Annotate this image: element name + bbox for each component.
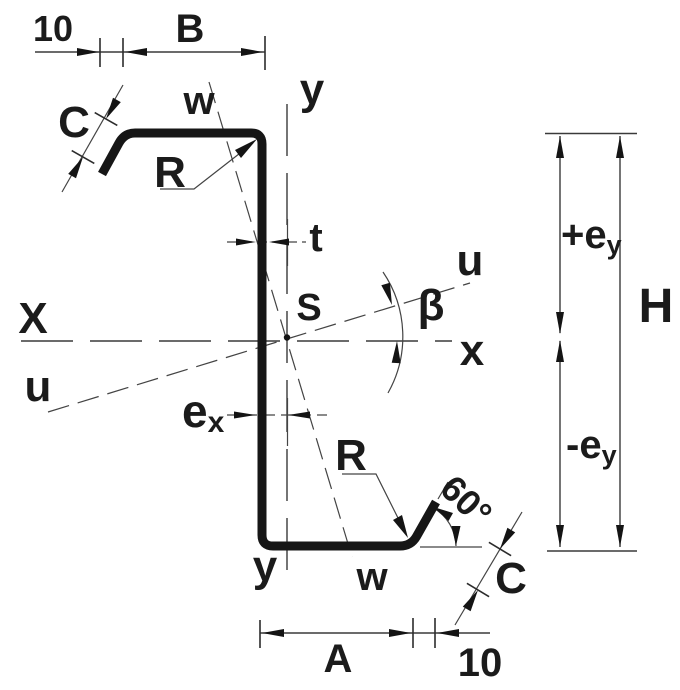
arrowhead bbox=[437, 629, 459, 637]
c-bottom-dimension bbox=[437, 481, 523, 626]
label-centroid-s: S bbox=[296, 287, 321, 329]
ex-dimension bbox=[227, 398, 327, 446]
ey-pos-main: +e bbox=[561, 213, 607, 257]
label-angle-60: 60° bbox=[433, 467, 501, 534]
arrowhead bbox=[236, 238, 256, 246]
ex-sub: x bbox=[208, 406, 225, 439]
label-ey-pos: +ey bbox=[561, 213, 622, 260]
label-dim-a: A bbox=[324, 637, 353, 681]
arrowhead bbox=[433, 507, 453, 521]
arrowhead bbox=[393, 515, 408, 538]
label-axis-w-bottom: w bbox=[355, 555, 388, 599]
centroid-point bbox=[283, 334, 291, 341]
ey-neg-sub: y bbox=[602, 440, 617, 470]
c-top-dimension bbox=[61, 84, 124, 193]
arrowhead bbox=[262, 629, 284, 637]
label-radius-top: R bbox=[154, 148, 186, 197]
label-dim-b: B bbox=[176, 7, 205, 51]
w-axis-line bbox=[208, 81, 353, 558]
ex-main: e bbox=[182, 385, 208, 437]
label-dim-10-bottom: 10 bbox=[458, 641, 503, 685]
ey-pos-sub: y bbox=[607, 230, 622, 260]
arrowhead bbox=[234, 411, 256, 419]
arrowhead bbox=[500, 527, 516, 549]
label-dim-t: t bbox=[309, 216, 322, 260]
arrowhead bbox=[106, 97, 121, 119]
label-axis-x-left: X bbox=[18, 294, 47, 343]
arrowhead bbox=[381, 282, 392, 305]
ey-neg-main: -e bbox=[566, 423, 602, 467]
arrowhead bbox=[125, 48, 147, 56]
r-top-leader-line bbox=[160, 142, 254, 190]
arrowhead bbox=[77, 48, 99, 56]
label-axis-y-top: y bbox=[300, 65, 325, 114]
label-dim-c-bottom: C bbox=[495, 554, 527, 603]
label-dim-c-top: C bbox=[58, 98, 90, 147]
arrowhead bbox=[556, 136, 564, 158]
beta-arc bbox=[382, 271, 404, 394]
label-dim-h: H bbox=[639, 280, 674, 333]
arrowhead bbox=[451, 526, 461, 546]
radius-bottom-leader bbox=[342, 473, 408, 538]
arrowhead bbox=[288, 411, 310, 419]
lip-angle bbox=[420, 507, 482, 548]
label-angle-beta: β bbox=[418, 281, 445, 330]
label-axis-u-left: u bbox=[25, 362, 52, 411]
arrowhead bbox=[269, 238, 289, 246]
arrowhead bbox=[241, 48, 263, 56]
lip-extension-line bbox=[437, 481, 449, 500]
arrowhead bbox=[616, 136, 624, 158]
arrowhead bbox=[391, 341, 401, 364]
label-axis-w-top: w bbox=[182, 79, 215, 123]
arrowhead bbox=[556, 340, 564, 362]
arrowhead bbox=[389, 629, 411, 637]
label-axis-u-right: u bbox=[457, 236, 484, 285]
label-axis-y-bottom: y bbox=[253, 542, 278, 591]
z-profile-outline bbox=[98, 128, 440, 551]
label-dim-10-top: 10 bbox=[33, 8, 73, 49]
height-dimension bbox=[545, 132, 637, 552]
labels: 10 B C w y R t S β u x X u ex R 60° C w … bbox=[18, 7, 673, 685]
arrowhead bbox=[556, 525, 564, 547]
label-ey-neg: -ey bbox=[566, 423, 617, 470]
arrowhead bbox=[68, 157, 83, 179]
radius-top-leader bbox=[160, 139, 257, 190]
arrowhead bbox=[235, 139, 257, 158]
beta-angle bbox=[381, 271, 404, 394]
label-dim-ex: ex bbox=[182, 385, 225, 439]
arrowhead bbox=[462, 590, 478, 612]
label-radius-bottom: R bbox=[335, 431, 367, 480]
bottom-dimension bbox=[259, 618, 490, 648]
arrowhead bbox=[616, 525, 624, 547]
label-axis-x-right: x bbox=[460, 326, 485, 375]
arrowhead bbox=[556, 312, 564, 334]
top-dimension bbox=[35, 36, 266, 70]
r-bottom-leader-line bbox=[342, 473, 406, 533]
